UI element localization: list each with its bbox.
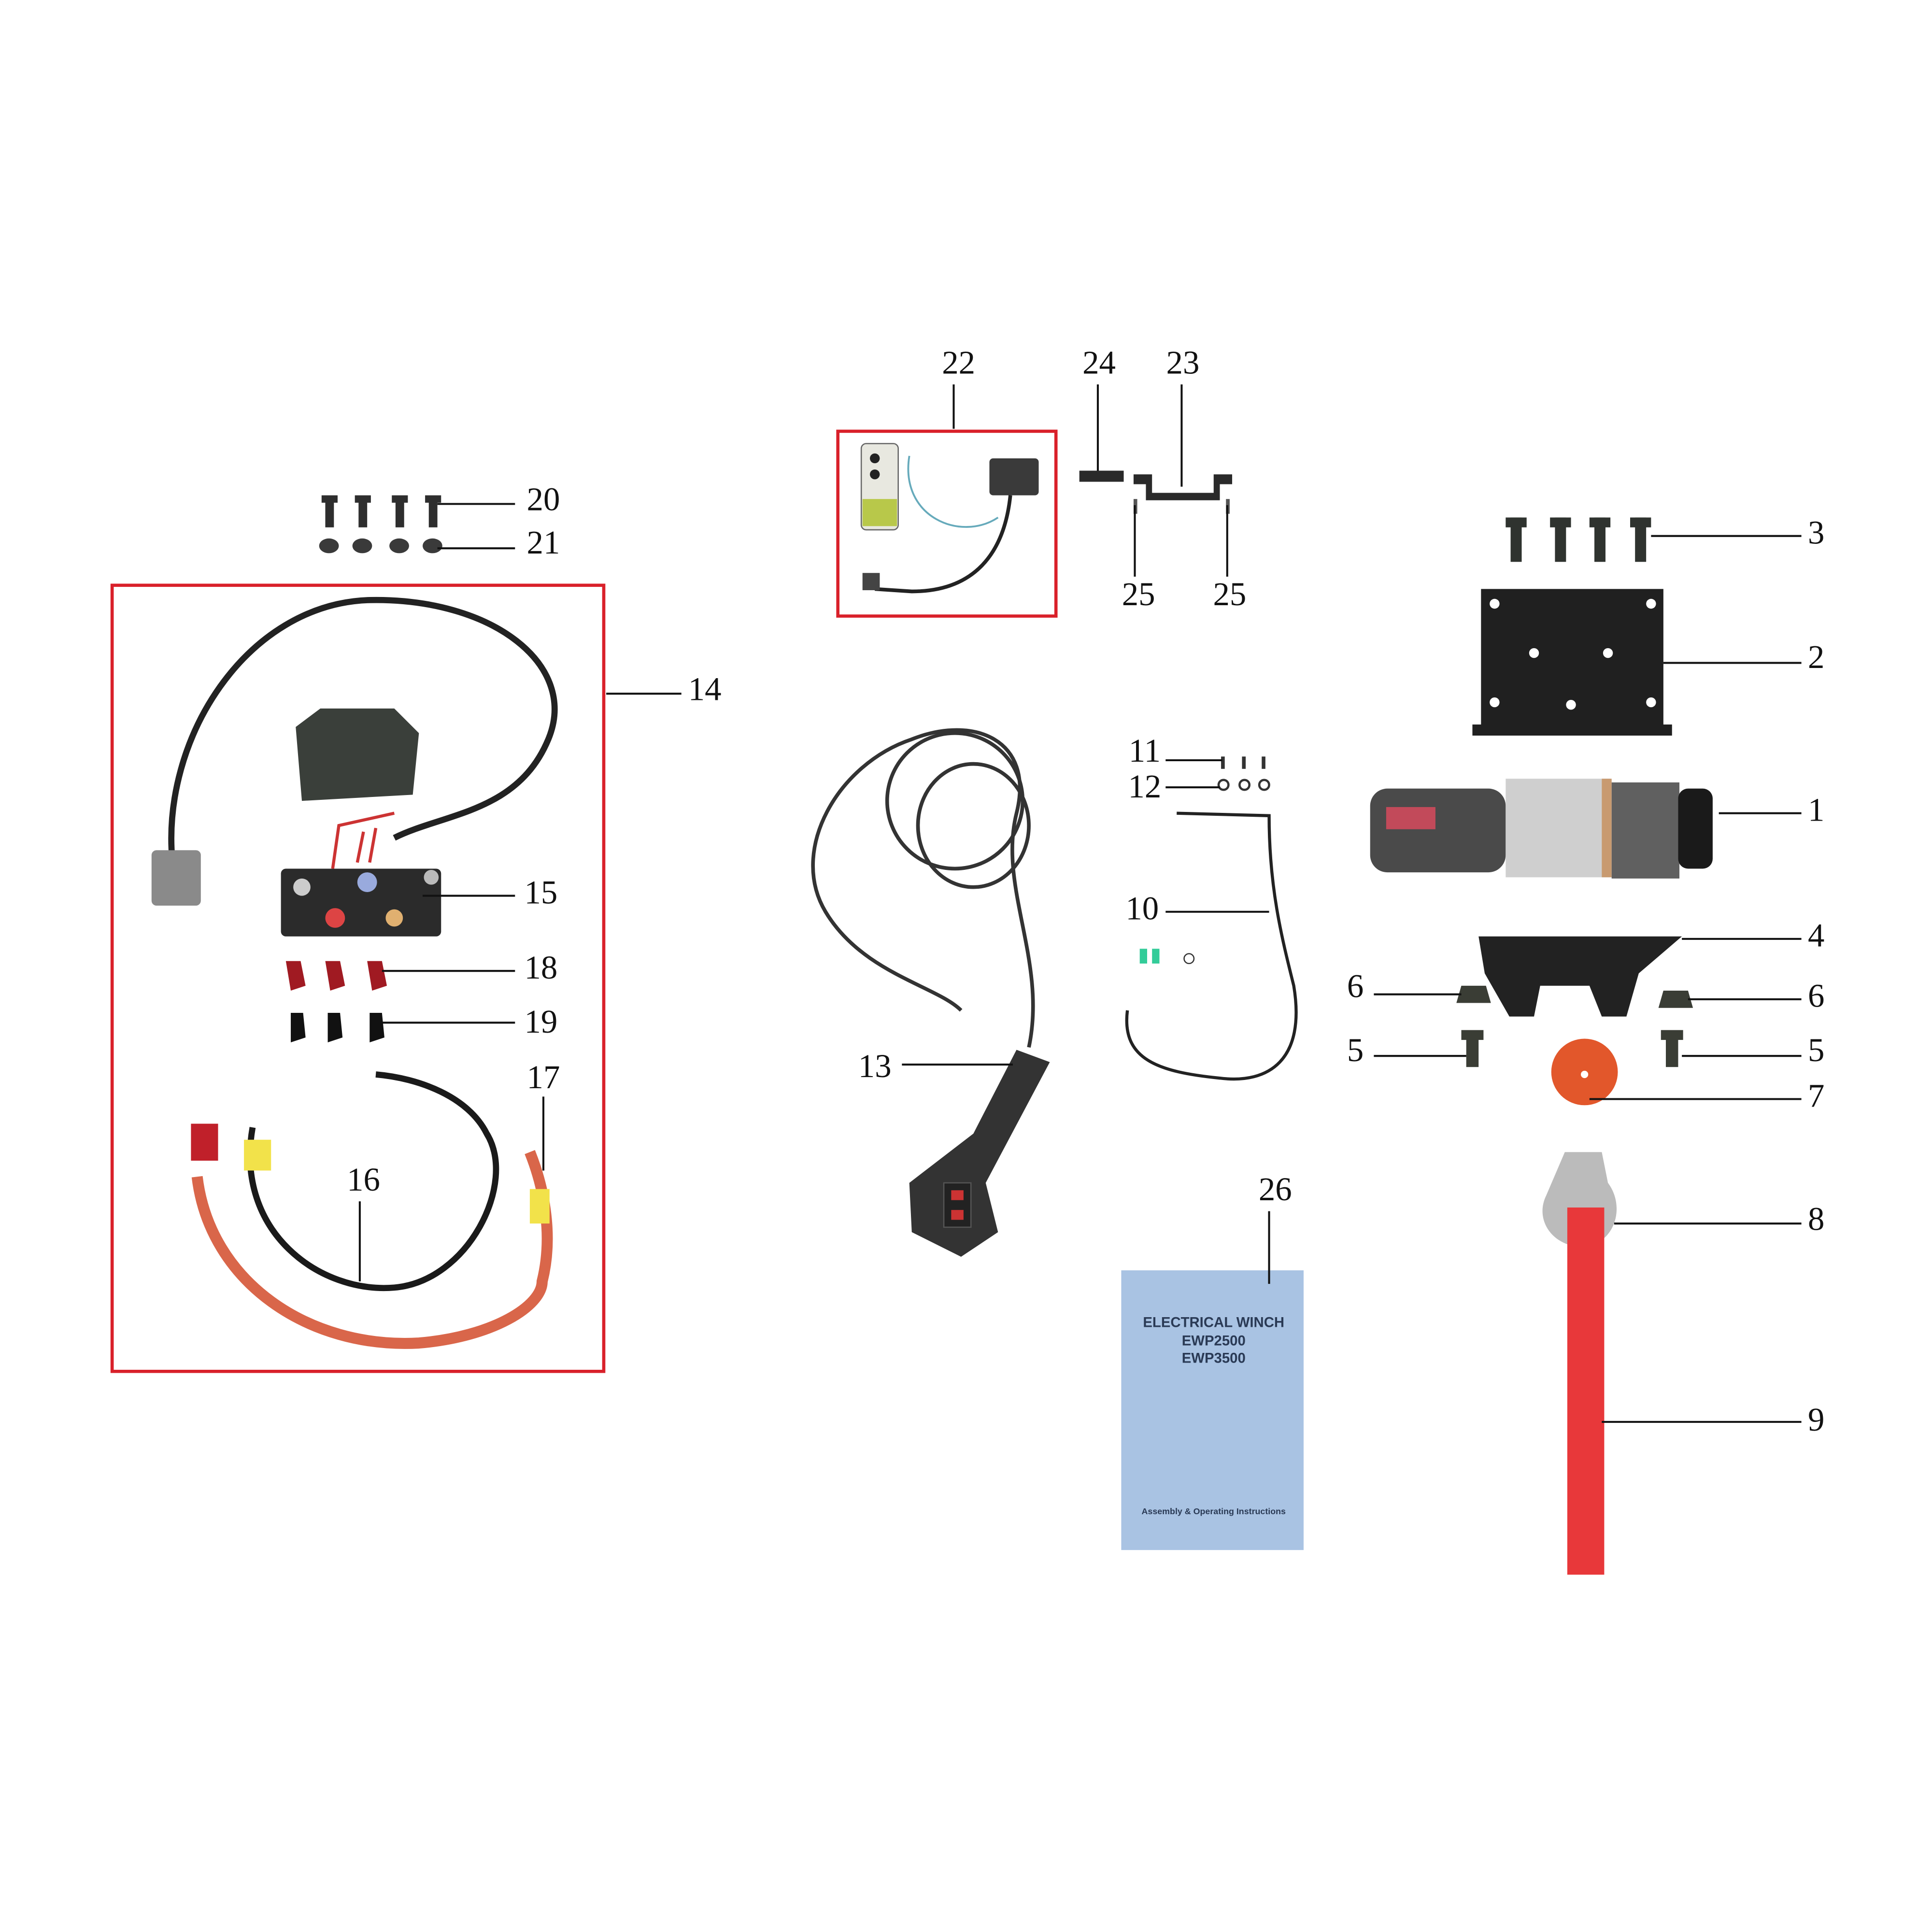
callout-6: 6: [1347, 967, 1364, 1004]
cable-tag: [244, 1139, 271, 1171]
handheld-remote-13: [811, 728, 1050, 1257]
callout-14: 14: [688, 670, 722, 707]
callout-6: 6: [1808, 978, 1824, 1014]
black-cable-16: [247, 1071, 499, 1292]
callout-26: 26: [1259, 1171, 1292, 1208]
callout-5: 5: [1808, 1032, 1824, 1068]
mounting-plate-2: [1472, 589, 1672, 736]
wireless-remote-highlight-box: [836, 429, 1058, 618]
battery-clamp: [191, 1123, 218, 1161]
red-cable-17: [191, 1150, 553, 1349]
manual-model-2: EWP3500: [1182, 1350, 1246, 1366]
plug-connector: [151, 850, 201, 906]
cable-tag: [529, 1189, 550, 1224]
callout-20: 20: [527, 481, 560, 518]
black-terminal-boots-19: [291, 1012, 384, 1043]
red-terminal-boots-18: [285, 961, 387, 991]
bolt-5: [1661, 1030, 1683, 1067]
nut-6: [1456, 985, 1491, 1003]
callout-2: 2: [1808, 639, 1824, 675]
screws-11: [1221, 756, 1265, 769]
manual-title: ELECTRICAL WINCH: [1143, 1314, 1284, 1330]
callout-16: 16: [347, 1161, 380, 1198]
wireless-remote-22: [860, 443, 1039, 594]
warning-label-hole: [1580, 1070, 1589, 1079]
bolt-5: [1461, 1030, 1484, 1067]
callout-22: 22: [942, 344, 975, 381]
callout-12: 12: [1128, 768, 1161, 805]
strap-9: [1567, 1208, 1605, 1575]
leader-lines: [358, 384, 1802, 1423]
switch-harness-10: [1125, 811, 1298, 1081]
callout-17: 17: [527, 1059, 560, 1095]
bracket-23: [1133, 474, 1233, 500]
nuts-21: [319, 538, 442, 554]
control-cable-14: [168, 597, 558, 863]
callout-25: 25: [1213, 576, 1246, 612]
bolts-20: [321, 495, 441, 527]
washers-12: [1217, 779, 1270, 791]
callout-5: 5: [1347, 1032, 1364, 1068]
callout-1: 1: [1808, 791, 1824, 828]
callout-10: 10: [1125, 890, 1159, 927]
winch-1: [1370, 779, 1713, 879]
callout-11: 11: [1129, 732, 1161, 769]
callout-21: 21: [527, 524, 560, 561]
callout-23: 23: [1166, 344, 1200, 381]
manual-subtitle: Assembly & Operating Instructions: [1142, 1506, 1286, 1516]
manual-model-1: EWP2500: [1182, 1333, 1246, 1349]
manual-26: ELECTRICAL WINCH EWP2500 EWP3500 Assembl…: [1121, 1270, 1304, 1550]
callout-4: 4: [1808, 917, 1824, 954]
callout-15: 15: [524, 874, 557, 910]
bracket-24: [1079, 470, 1124, 482]
callout-24: 24: [1082, 344, 1116, 381]
callout-19: 19: [524, 1003, 557, 1040]
solenoid-cover: [296, 708, 419, 801]
callout-25: 25: [1122, 576, 1155, 612]
bolts-3: [1506, 517, 1651, 562]
callout-9: 9: [1808, 1401, 1824, 1438]
fairlead-bracket-4: [1478, 936, 1682, 1017]
solenoid-15: [281, 811, 441, 937]
callout-7: 7: [1808, 1077, 1824, 1114]
callout-18: 18: [524, 949, 557, 986]
callout-8: 8: [1808, 1200, 1824, 1237]
nut-6: [1658, 991, 1693, 1008]
wiring-kit-highlight-box: [110, 583, 606, 1373]
callout-13: 13: [858, 1048, 892, 1084]
callout-3: 3: [1808, 514, 1824, 551]
